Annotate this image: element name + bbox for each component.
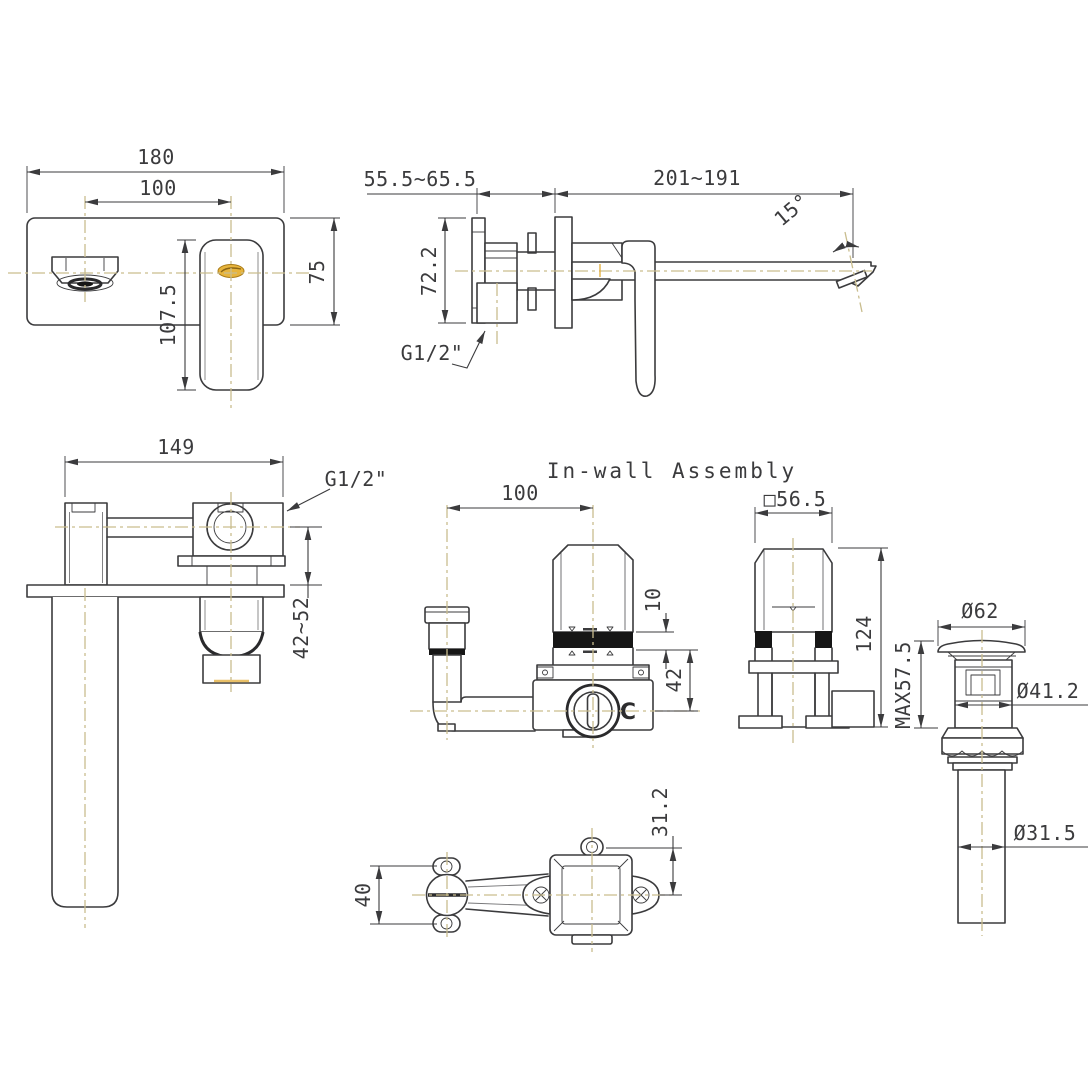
dim-text-149: 149 [157, 435, 195, 459]
dim-text-56-5: □56.5 [764, 487, 827, 511]
dim-band-to-axis: 42 [655, 650, 698, 712]
valve-arm-top [106, 517, 194, 538]
dim-band-height: 10 [636, 587, 698, 669]
dim-max-height: MAX57.5 [891, 640, 938, 729]
handle-top [198, 596, 265, 684]
dim-text-75: 75 [305, 259, 329, 284]
dim-spout-reach: 201~191 [555, 166, 854, 258]
top-view: 149 G1/2" 42~52 [26, 435, 388, 928]
dim-centers: 100 [85, 176, 231, 206]
dim-text-d41-2: Ø41.2 [1017, 679, 1080, 703]
dim-wall-depth: 55.5~65.5 [364, 167, 556, 214]
valve-box-bottom [522, 837, 660, 945]
dim-text-100-inwall: 100 [501, 481, 539, 505]
dim-text-d62: Ø62 [961, 599, 999, 623]
inwall-assembly-title: In-wall Assembly [547, 459, 797, 483]
dim-spout-angle: 15° [769, 188, 860, 253]
dim-flange-holes: 40 [351, 865, 437, 925]
dim-text-42-52: 42~52 [289, 597, 313, 660]
dim-text-10: 10 [641, 587, 665, 612]
drain-view: Ø62 MAX57.5 Ø41.2 Ø31.5 [891, 599, 1088, 936]
thread-text-g12-side: G1/2" [401, 341, 464, 365]
dim-tube-diameter: Ø31.5 [958, 821, 1088, 851]
inwall-side-view: □56.5 124 [738, 487, 888, 746]
dim-text-72-2: 72.2 [417, 246, 441, 296]
thread-text-g12-top: G1/2" [325, 467, 388, 491]
dim-axis-to-ear: 31.2 [606, 787, 682, 896]
inwall-bottom-view: 40 31.2 [351, 787, 682, 952]
dim-text-42: 42 [662, 667, 686, 692]
dim-text-55-65: 55.5~65.5 [364, 167, 477, 191]
dim-plate-height: 75 [290, 217, 340, 326]
escutcheon-side [554, 216, 573, 329]
valve-marking: C [620, 700, 636, 725]
wall-plate-edge [26, 584, 285, 598]
dim-text-201-191: 201~191 [653, 166, 741, 190]
dim-plate-width: 180 [26, 145, 285, 213]
spout-aerator [51, 256, 119, 292]
dim-text-31-2: 31.2 [648, 787, 672, 837]
dim-body-diameter: Ø41.2 [955, 679, 1088, 709]
dim-text-100: 100 [139, 176, 177, 200]
valve-body-top [192, 502, 284, 557]
dim-text-180: 180 [137, 145, 175, 169]
inlet-elbow [424, 606, 536, 732]
thread-callout-side: G1/2" [401, 330, 486, 369]
spout-base-top [64, 502, 108, 586]
front-view: 180 100 75 107.5 [8, 145, 340, 412]
thread-callout-top: G1/2" [286, 467, 388, 512]
side-view: 55.5~65.5 201~191 72.2 15° G1/2" [364, 166, 877, 397]
dim-depth-range: 42~52 [289, 526, 322, 660]
handle-lever-side [621, 240, 656, 397]
dim-handle-length: 107.5 [156, 239, 196, 391]
dim-inwall-height: 124 [838, 547, 888, 728]
dim-port-centers: 100 [447, 481, 593, 512]
dim-text-124: 124 [852, 615, 876, 653]
dim-text-max57-5: MAX57.5 [891, 641, 915, 729]
cartridge-band [553, 632, 633, 648]
dim-cap-diameter: Ø62 [937, 599, 1026, 646]
dim-text-40: 40 [351, 882, 375, 907]
dim-text-15deg: 15° [769, 188, 813, 231]
valve-body-side [831, 690, 875, 728]
dim-square-width: □56.5 [754, 487, 833, 543]
drain-body [954, 659, 1013, 729]
dim-body-width: 149 [64, 435, 284, 497]
drain-cap [937, 639, 1026, 661]
dim-body-height: 72.2 [417, 217, 466, 324]
dim-text-107-5: 107.5 [156, 284, 180, 347]
dim-text-d31-5: Ø31.5 [1014, 821, 1077, 845]
inwall-front-view: C 100 10 42 [410, 481, 700, 748]
